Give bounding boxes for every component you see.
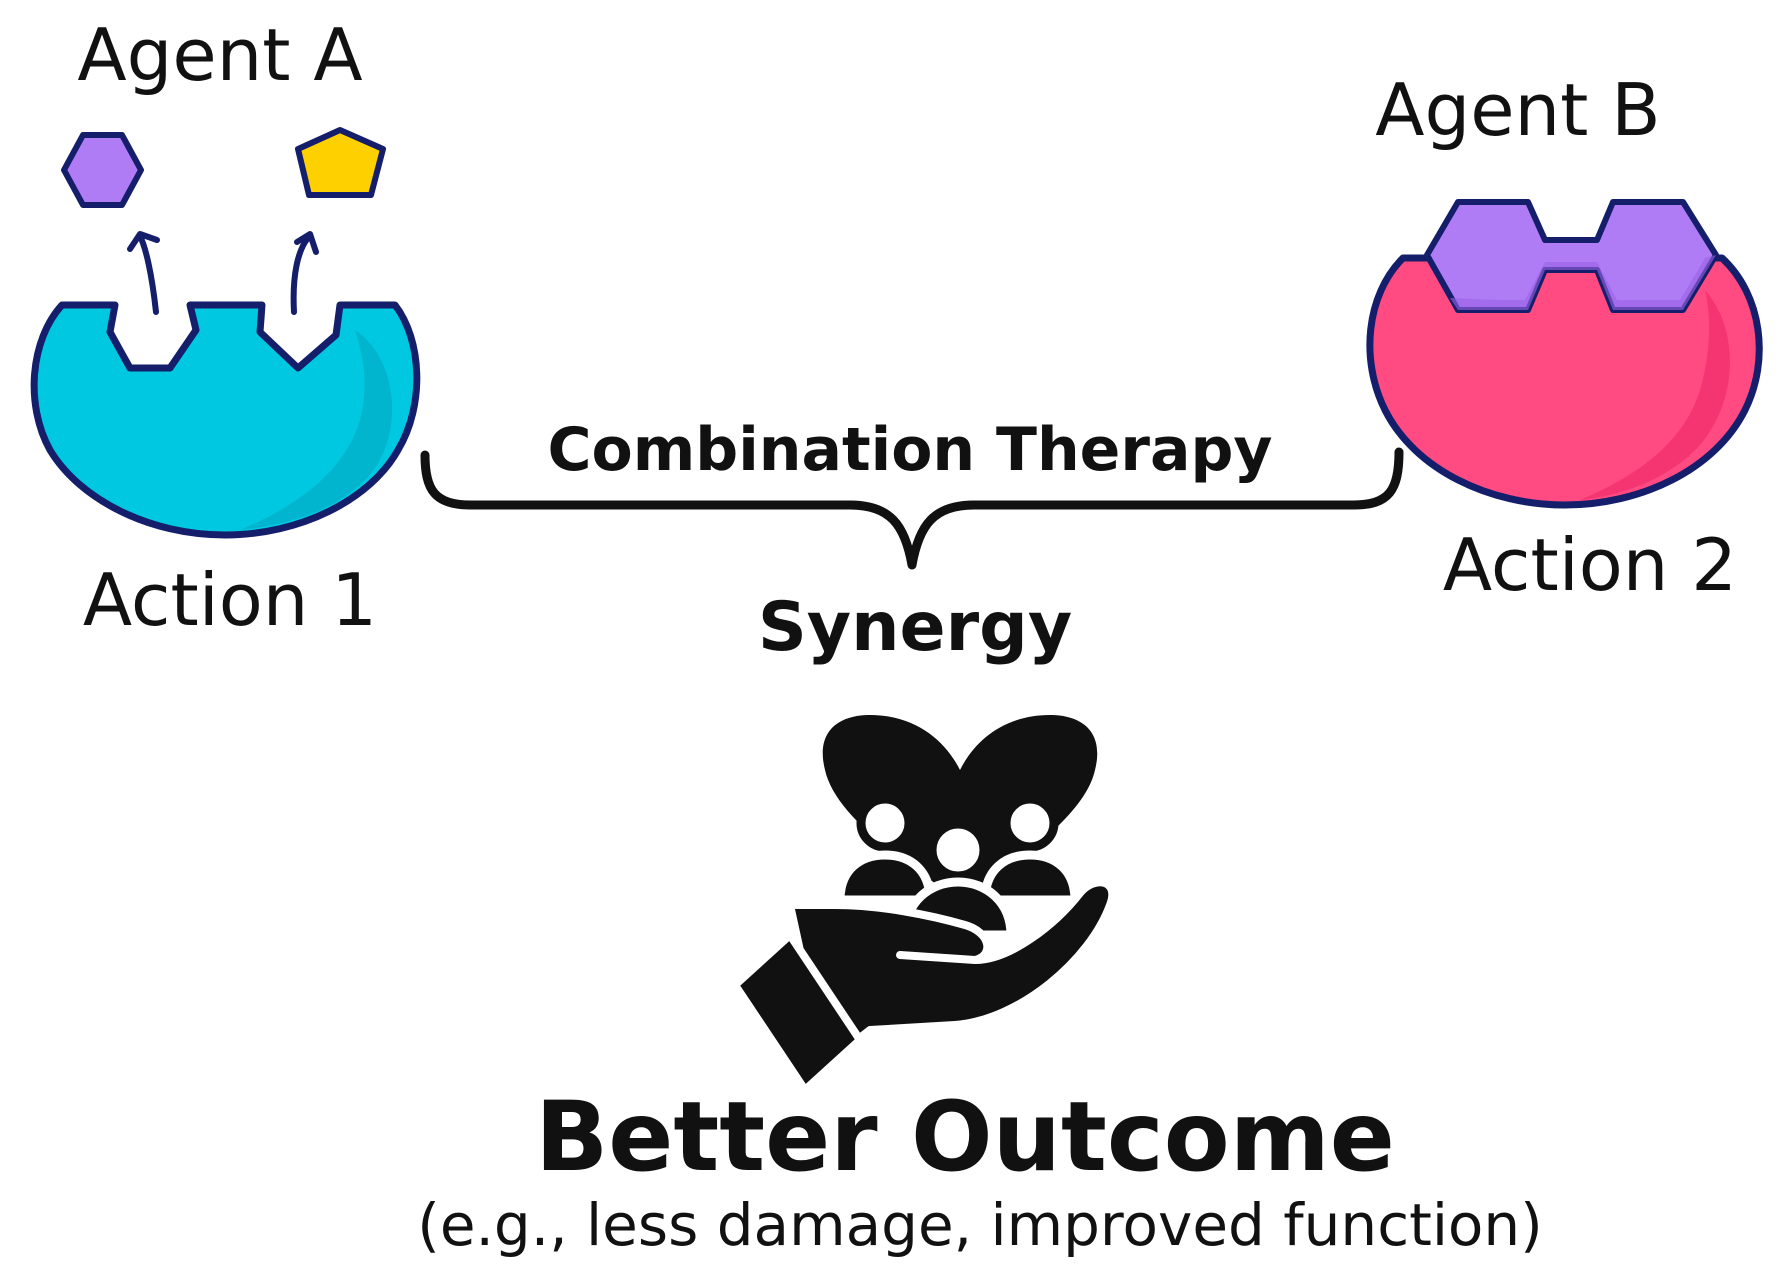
sleeve-icon xyxy=(731,931,864,1094)
heart-hand-people-icon xyxy=(731,715,1117,1094)
curly-brace-icon xyxy=(420,447,1404,570)
pink-receptor xyxy=(1366,254,1763,509)
people-icon xyxy=(856,794,1059,881)
release-arrows xyxy=(127,231,319,315)
hand-icon xyxy=(786,878,1117,1069)
purple-hexagon-icon xyxy=(61,132,144,208)
yellow-pentagon-icon xyxy=(295,127,386,198)
heart-icon xyxy=(822,715,1098,900)
purple-double-hexagon-icon xyxy=(1424,199,1719,313)
curved-arrow-icon xyxy=(290,235,311,315)
agent-a-label: Agent A xyxy=(77,13,362,97)
better-outcome-title: Better Outcome xyxy=(535,1081,1395,1193)
arrow-head-icon xyxy=(127,231,160,252)
curved-arrow-icon xyxy=(137,233,159,315)
action-2-label: Action 2 xyxy=(1443,523,1737,607)
action-1-label: Action 1 xyxy=(83,558,377,642)
better-outcome-subtitle: (e.g., less damage, improved function) xyxy=(417,1191,1543,1259)
agent-b-label: Agent B xyxy=(1375,68,1660,152)
synergy-label: Synergy xyxy=(758,588,1072,667)
cyan-receptor xyxy=(30,301,421,539)
arrow-head-icon xyxy=(294,231,319,255)
combination-therapy-label: Combination Therapy xyxy=(547,415,1272,485)
